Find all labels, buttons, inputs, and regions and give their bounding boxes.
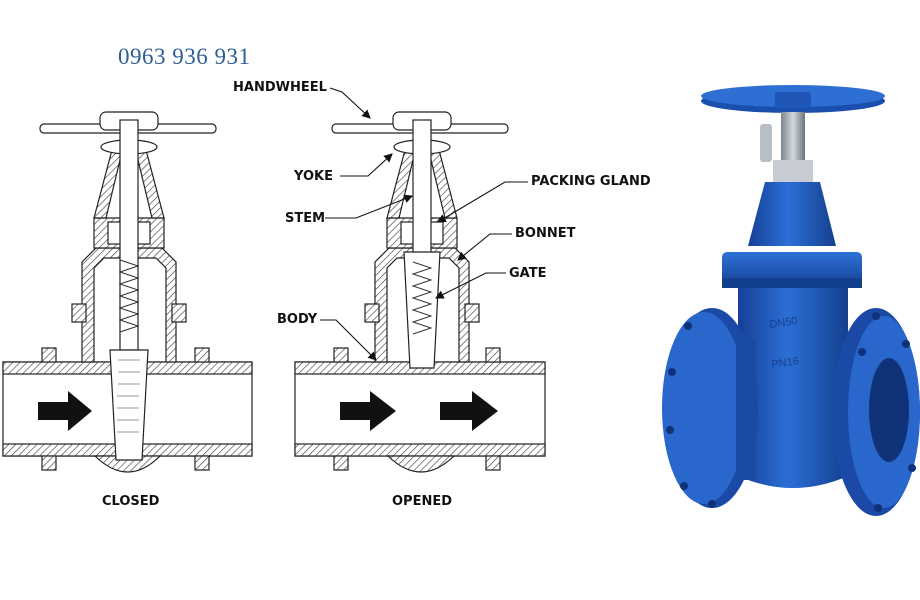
phone-number: 0963 936 931 bbox=[118, 44, 251, 69]
label-stem: STEM bbox=[285, 211, 326, 226]
leader-lines bbox=[320, 87, 528, 361]
valve-marking-pn: PN16 bbox=[771, 355, 800, 371]
valve-marking-dn: DN50 bbox=[769, 315, 799, 331]
gate-valve-product-photo bbox=[662, 85, 920, 516]
flow-arrow-icon bbox=[340, 391, 396, 431]
flow-arrow-icon bbox=[38, 391, 92, 431]
label-yoke: YOKE bbox=[294, 169, 333, 184]
label-handwheel: HANDWHEEL bbox=[233, 80, 327, 95]
label-body: BODY bbox=[277, 312, 318, 327]
opened-valve-diagram bbox=[294, 111, 546, 473]
flow-arrow-icon bbox=[440, 391, 498, 431]
label-packing-gland: PACKING GLAND bbox=[531, 174, 651, 189]
caption-opened: OPENED bbox=[392, 494, 453, 509]
closed-valve-diagram bbox=[2, 111, 253, 473]
label-bonnet: BONNET bbox=[515, 226, 576, 241]
caption-closed: CLOSED bbox=[102, 494, 160, 509]
label-gate: GATE bbox=[509, 266, 547, 281]
